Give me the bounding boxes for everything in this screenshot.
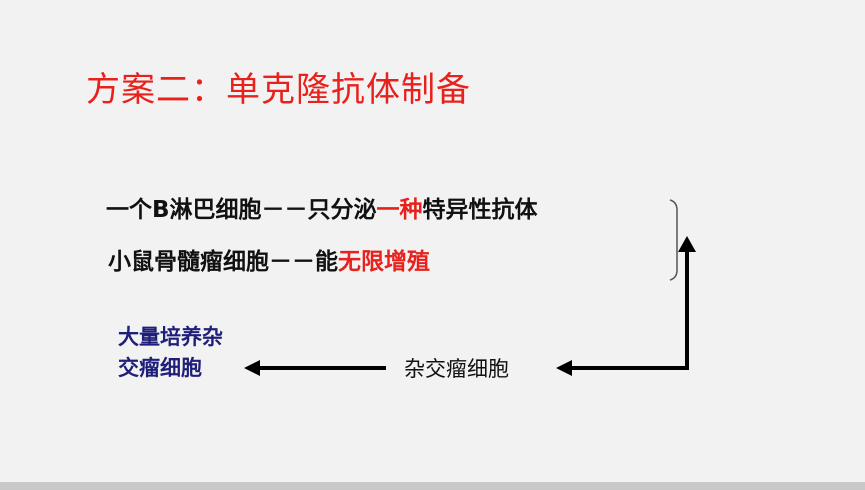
fusion-arrow-head bbox=[678, 236, 696, 252]
myeloma-cell-highlight: 无限增殖 bbox=[338, 249, 430, 275]
culture-arrow-head bbox=[244, 360, 260, 376]
b-cell-highlight: 一种 bbox=[376, 197, 423, 223]
hybrid-cell-label: 杂交瘤细胞 bbox=[404, 357, 509, 381]
b-cell-suffix: 特异性抗体 bbox=[422, 197, 538, 223]
myeloma-cell-line: 小鼠骨髓瘤细胞－－能无限增殖 bbox=[108, 242, 430, 276]
myeloma-cell-text: 小鼠骨髓瘤细胞－－能 bbox=[108, 249, 338, 275]
culture-result-label: 大量培养杂交瘤细胞 bbox=[118, 325, 223, 380]
fusion-bracket bbox=[669, 199, 678, 281]
b-cell-text: 一个B淋巴细胞－－只分泌 bbox=[106, 197, 377, 223]
b-cell-line: 一个B淋巴细胞－－只分泌一种特异性抗体 bbox=[106, 190, 538, 224]
hybrid-arrow-head bbox=[556, 360, 572, 376]
slide-title: 方案二：单克隆抗体制备 bbox=[86, 70, 471, 110]
bottom-bar bbox=[0, 482, 865, 490]
